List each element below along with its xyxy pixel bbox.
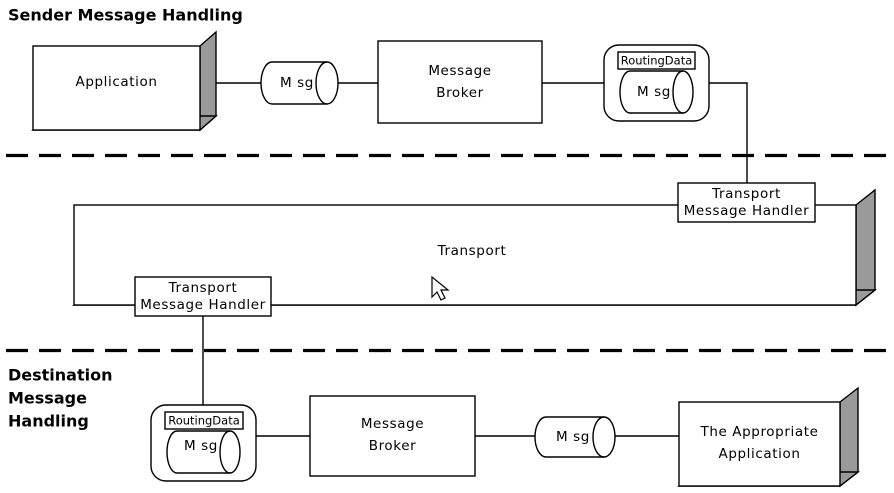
section-title-destination-line1: Destination [8, 366, 113, 385]
node-sender-msg[interactable]: M sg [260, 61, 339, 105]
tmh-top-label-line1: Transport [711, 186, 781, 202]
node-dest-msg[interactable]: M sg [534, 416, 616, 458]
tmh-top-label-line2: Message Handler [684, 203, 810, 219]
sender-routingdata-label-box [617, 51, 696, 70]
transport-side-face [855, 188, 876, 307]
sender-broker-label-line1: Message [428, 63, 491, 79]
node-transport-message-handler-top[interactable]: Transport Message Handler [677, 182, 816, 223]
node-dest-message-broker[interactable]: Message Broker [309, 395, 476, 477]
tmh-bottom-label-line1: Transport [168, 280, 238, 296]
section-title-sender: Sender Message Handling [8, 6, 243, 25]
sender-routingdata-label: RoutingData [621, 54, 693, 68]
tmh-bottom-box [134, 276, 272, 317]
dest-application-label-line2: Application [718, 446, 800, 462]
sender-msg-cylinder-cap [315, 61, 328, 105]
dest-routingdata-label-box [164, 411, 244, 430]
mouse-cursor [431, 275, 450, 301]
dest-broker-label-line2: Broker [369, 438, 417, 454]
dest-routingdata-msg-cap [219, 430, 231, 474]
dest-msg-cylinder-cap [592, 416, 605, 458]
node-sender-application[interactable]: Application [31, 30, 218, 132]
section-title-destination-line2: Message [8, 389, 87, 408]
application-front-face [32, 45, 201, 131]
application-label: Application [75, 74, 157, 90]
sender-routingdata-msg-cap [672, 70, 684, 114]
node-transport-message-handler-bottom[interactable]: Transport Message Handler [134, 276, 272, 317]
dest-routingdata-label: RoutingData [168, 414, 240, 428]
dest-broker-box [309, 395, 476, 477]
node-sender-message-broker[interactable]: Message Broker [377, 40, 543, 124]
dest-broker-label-line1: Message [361, 416, 424, 432]
sender-msg-label: M sg [280, 75, 314, 91]
cursor-arrow-icon [431, 275, 450, 301]
node-sender-routing-data[interactable]: RoutingData M sg [603, 44, 710, 122]
sender-broker-box [377, 40, 543, 124]
dest-routingdata-msg-label: M sg [184, 438, 218, 454]
dest-application-front-face [678, 401, 841, 487]
dest-application-label-line1: The Appropriate [699, 424, 818, 440]
section-title-destination-line3: Handling [8, 412, 89, 431]
tmh-bottom-label-line2: Message Handler [140, 297, 266, 313]
sender-broker-label-line2: Broker [436, 85, 484, 101]
node-dest-application[interactable]: The Appropriate Application [676, 386, 861, 488]
node-dest-routing-data[interactable]: RoutingData M sg [150, 404, 257, 482]
tmh-top-box [677, 182, 816, 223]
transport-label: Transport [437, 243, 507, 259]
sender-routingdata-msg-label: M sg [637, 84, 671, 100]
dest-msg-label: M sg [556, 429, 590, 445]
connector-routingdata-to-transport-handler [709, 82, 748, 183]
